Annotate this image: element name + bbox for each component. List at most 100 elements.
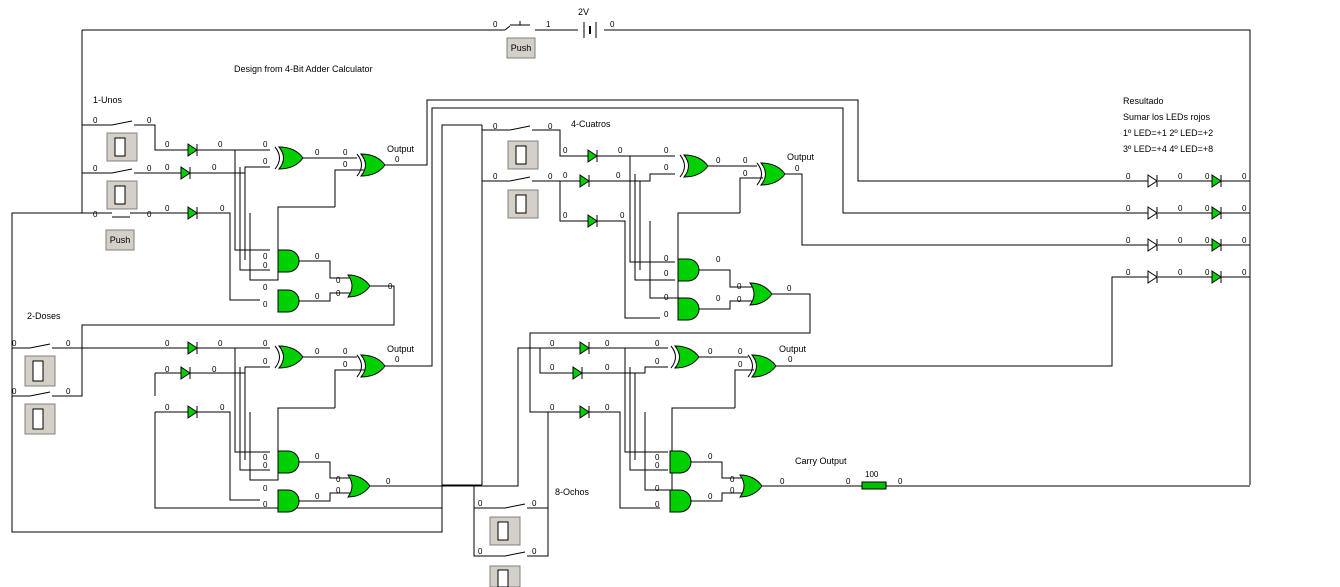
top-push-switch[interactable]: Push xyxy=(504,21,536,59)
carry-output-label: Carry Output xyxy=(795,456,847,466)
wire-bit-value: 0 xyxy=(1242,204,1247,213)
wire-bit-value: 0 xyxy=(395,355,400,364)
wire-bit-value: 0 xyxy=(93,210,98,219)
wire-bit-value: 0 xyxy=(716,255,721,264)
wire-bit-value: 0 xyxy=(165,365,170,374)
wire-bit-value: 0 xyxy=(655,339,660,348)
output-label-1: Output xyxy=(387,144,415,154)
wire-bit-value: 0 xyxy=(563,171,568,180)
led-row-4 xyxy=(1122,270,1250,284)
diode-cuatros-1 xyxy=(587,149,598,163)
or-gate-3 xyxy=(749,282,773,306)
wire-bit-value: 0 xyxy=(1242,172,1247,181)
wire-bit-value: 0 xyxy=(165,140,170,149)
and-gate-3b xyxy=(677,297,700,321)
wire-bit-value: 0 xyxy=(743,169,748,178)
wire-bit-value: 0 xyxy=(737,282,742,291)
wire-bit-value: 0 xyxy=(1205,204,1210,213)
wire-bit-value: 0 xyxy=(655,453,660,462)
wire-bit-value: 0 xyxy=(738,347,743,356)
wire-bit-value: 0 xyxy=(218,140,223,149)
wire-bit-value: 0 xyxy=(147,210,152,219)
push-unos[interactable]: Push xyxy=(82,212,188,251)
switch-doses-b[interactable] xyxy=(12,348,83,435)
wire-bit-value: 0 xyxy=(795,164,800,173)
power-rail xyxy=(81,29,1251,485)
wire-bit-value: 0 xyxy=(1178,236,1183,245)
wire-bit-value: 0 xyxy=(532,547,537,556)
switch-doses-a[interactable] xyxy=(12,343,188,387)
wire-bit-value: 0 xyxy=(618,146,623,155)
and-gate-2b xyxy=(277,489,300,513)
and-gate-2a xyxy=(277,450,300,474)
wire-bit-value: 0 xyxy=(1205,172,1210,181)
wire-bit-value: 0 xyxy=(386,477,391,486)
wire-bit-value: 0 xyxy=(743,156,748,165)
and-gate-4b xyxy=(669,489,692,513)
wire-bit-labels: 0 0 0 0 0 0 0 0 0 0 0 0 0 0 0 0 0 0 0 0 0 0 0 0 0 0 0 0 0 0 0 0 0 0 0 0 0 0 0 0… xyxy=(12,116,1247,556)
wire-bit-value: 0 xyxy=(898,477,903,486)
wire-bit-value: 0 xyxy=(664,293,669,302)
wire-bit-value: 0 xyxy=(147,116,152,125)
wire-bit-value: 0 xyxy=(263,500,268,509)
xor-gate-4 xyxy=(356,354,386,378)
svg-text:0: 0 xyxy=(493,20,498,29)
wire-bit-value: 0 xyxy=(93,116,98,125)
wire-bit-value: 0 xyxy=(664,254,669,263)
wire-bit-value: 0 xyxy=(1178,204,1183,213)
output-label-2: Output xyxy=(387,344,415,354)
diode-doses-3 xyxy=(187,405,198,419)
wire-bit-value: 0 xyxy=(12,339,17,348)
diode-ochos-3 xyxy=(579,405,590,419)
wire-bit-value: 0 xyxy=(218,339,223,348)
diode-cuatros-3 xyxy=(587,214,598,228)
led-row-2 xyxy=(1122,206,1250,220)
output-label-3: Output xyxy=(787,152,815,162)
result-line-3: 3º LED=+4 4º LED=+8 xyxy=(1123,144,1213,154)
switch-unos-a[interactable] xyxy=(82,120,188,162)
wire-bit-value: 0 xyxy=(737,295,742,304)
wire-bit-value: 0 xyxy=(478,547,483,556)
wire-bit-value: 0 xyxy=(12,387,17,396)
wire-bit-value: 0 xyxy=(165,163,170,172)
wire-bit-value: 0 xyxy=(315,148,320,157)
svg-text:Push: Push xyxy=(110,235,131,245)
switch-ochos-a[interactable] xyxy=(489,516,521,546)
wire-bit-value: 0 xyxy=(846,477,851,486)
wire-bit-value: 0 xyxy=(343,160,348,169)
and-gate-4a xyxy=(669,450,692,474)
wire-bit-value: 0 xyxy=(263,261,268,270)
wire-bit-value: 0 xyxy=(493,122,498,131)
switch-ochos-b[interactable] xyxy=(489,565,521,587)
wire-bit-value: 0 xyxy=(655,500,660,509)
wire-bit-value: 0 xyxy=(220,403,225,412)
wire-bit-value: 0 xyxy=(664,310,669,319)
wire-bit-value: 0 xyxy=(1178,268,1183,277)
wire-bit-value: 0 xyxy=(664,146,669,155)
wire-bit-value: 0 xyxy=(263,300,268,309)
wire-bit-value: 0 xyxy=(315,292,320,301)
switch-cuatros-a[interactable] xyxy=(507,140,539,170)
resistor-value: 100 xyxy=(865,470,879,479)
wire-bit-value: 0 xyxy=(315,347,320,356)
output-label-4: Output xyxy=(779,344,807,354)
wire-bit-value: 0 xyxy=(66,387,71,396)
wire-bit-value: 0 xyxy=(315,452,320,461)
and-gate-1a xyxy=(277,249,300,273)
diode-doses-1 xyxy=(187,341,198,355)
wire-bit-value: 0 xyxy=(605,403,610,412)
wire-bit-value: 0 xyxy=(532,499,537,508)
group-label-doses: 2-Doses xyxy=(27,311,61,321)
xor-gate-2 xyxy=(356,153,386,177)
wire-bit-value: 0 xyxy=(336,486,341,495)
wire-bit-value: 0 xyxy=(550,339,555,348)
switch-cuatros-b[interactable] xyxy=(482,176,580,219)
wire-bit-value: 0 xyxy=(263,461,268,470)
switch-unos-b[interactable] xyxy=(82,168,188,210)
group-label-cuatros: 4-Cuatros xyxy=(571,119,611,129)
wire-bit-value: 0 xyxy=(548,172,553,181)
battery-label: 2V xyxy=(578,7,589,17)
xor-gate-7 xyxy=(670,345,700,369)
wire-bit-value: 0 xyxy=(212,163,217,172)
diagram-title: Design from 4-Bit Adder Calculator xyxy=(234,64,373,74)
